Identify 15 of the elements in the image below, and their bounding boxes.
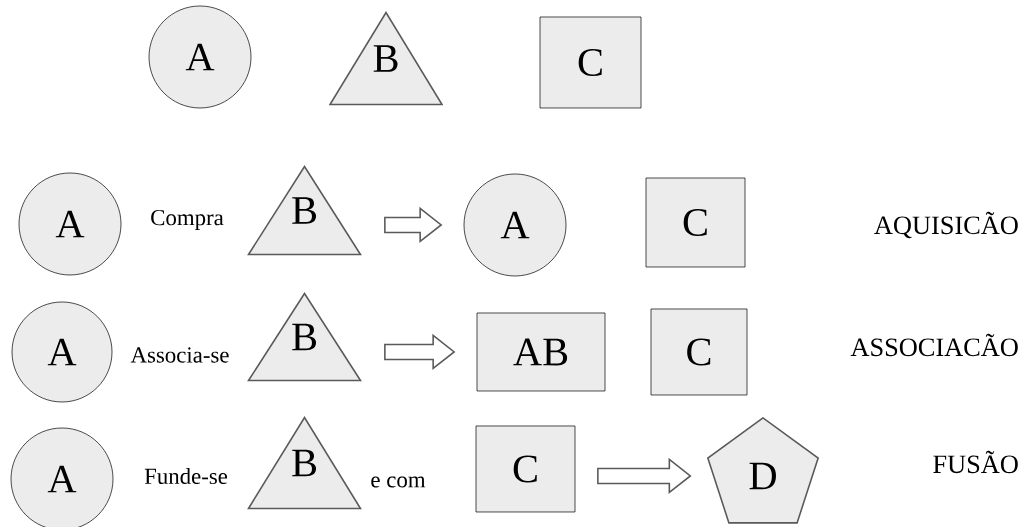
text-label: Funde-se — [144, 467, 228, 484]
category-label: FUSÃO — [933, 450, 1018, 474]
square-box: C — [539, 16, 642, 109]
square-box: C — [650, 308, 748, 396]
block-arrow — [597, 457, 692, 495]
category-label: ASSOCIACÃO — [850, 333, 1018, 357]
category-label: AQUISICÃO — [874, 211, 1018, 239]
block-arrow — [384, 333, 456, 371]
block-arrow — [384, 206, 443, 244]
text-label: Compra — [151, 210, 224, 230]
square-box: C — [475, 425, 576, 513]
text-label: Associa-se — [130, 347, 229, 363]
text-label: e com — [371, 476, 426, 488]
square-box: AB — [476, 312, 606, 392]
square-box: C — [645, 177, 746, 268]
